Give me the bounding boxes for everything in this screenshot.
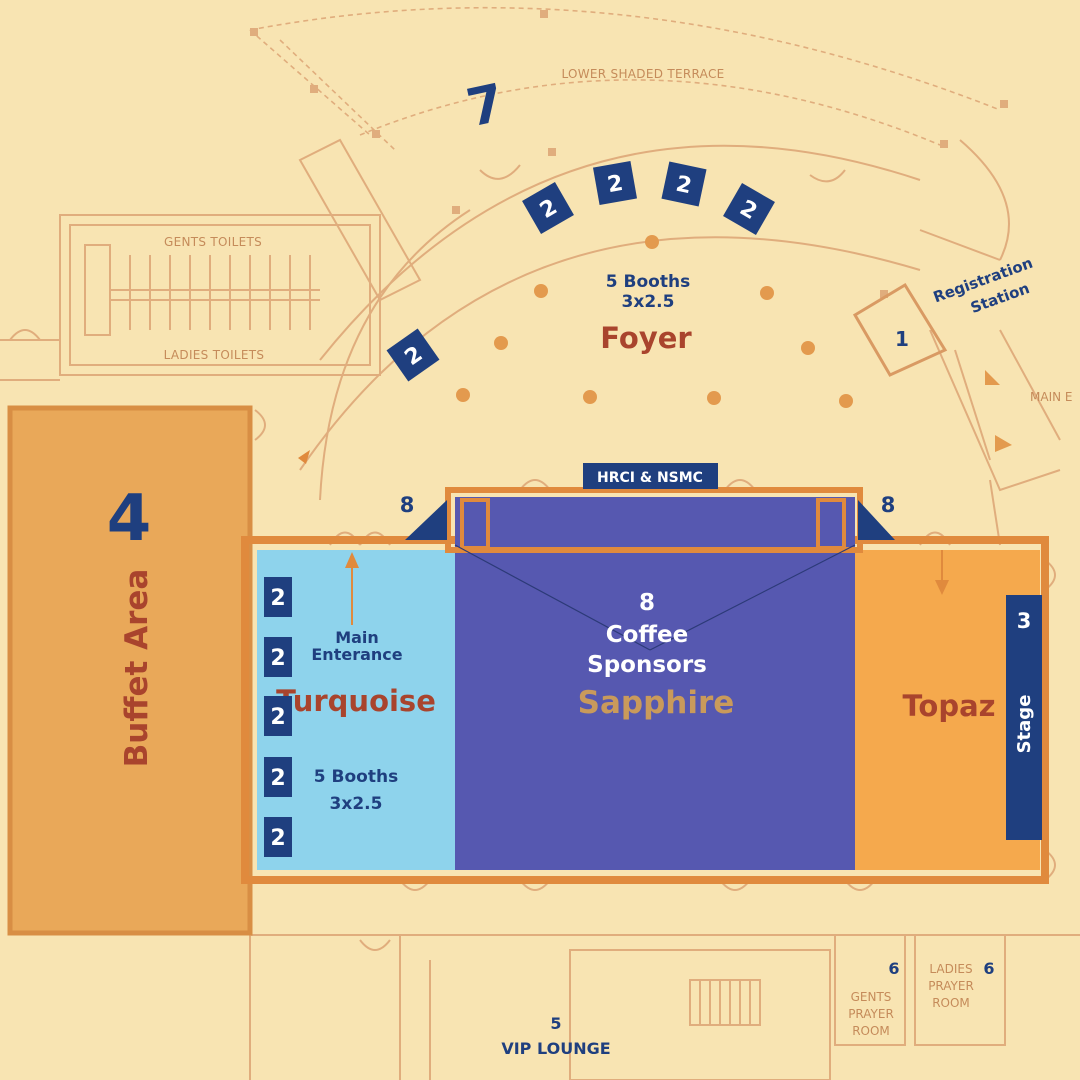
svg-text:2: 2 [606,171,625,198]
architectural-lines [0,6,1080,1080]
turquoise-booth-badge[interactable]: 2 [264,817,292,857]
ladies-prayer-number: 6 [983,959,994,978]
svg-text:2: 2 [270,646,285,671]
ladies-prayer-line1: LADIES [929,962,972,976]
corner-triangle-right [858,500,895,540]
foyer-booth-badge[interactable]: 2 [522,182,574,234]
foyer-booth-badge[interactable]: 2 [592,160,638,206]
stage-bar[interactable] [1006,595,1042,840]
foyer-booth-count: 5 Booths [606,272,690,292]
gents-prayer-line3: ROOM [852,1024,890,1038]
turquoise-name: Turquoise [276,684,436,718]
registration-number: 1 [895,327,909,351]
sapphire-room[interactable] [455,497,855,870]
sapphire-alcove-right [816,498,846,550]
gents-toilets-label: GENTS TOILETS [164,235,262,249]
corner-8-left-label: 8 [400,493,415,517]
foyer-booth-badge[interactable]: 2 [386,328,440,382]
topaz-name: Topaz [902,689,995,723]
entrance-arrow-topaz-icon [935,550,949,595]
turquoise-booth-count: 5 Booths [314,767,398,787]
turquoise-entrance-line1: Main [335,628,379,647]
gents-prayer-line2: PRAYER [848,1007,894,1021]
turquoise-booth-badge[interactable]: 2 [264,757,292,797]
sapphire-number: 8 [639,590,655,616]
vip-number: 5 [550,1014,561,1033]
svg-text:2: 2 [674,172,694,200]
svg-text:2: 2 [270,826,285,851]
foyer-entry-arrow-icon [298,450,310,464]
svg-text:2: 2 [270,766,285,791]
zone-7-label: 7 [462,73,510,139]
sapphire-name: Sapphire [578,685,735,721]
sapphire-line2: Sponsors [587,652,707,678]
stage-number: 3 [1017,609,1032,633]
entrance-arrow-turquoise-icon [345,552,359,625]
foyer-columns [456,235,853,408]
buffet-area-room[interactable] [7,405,253,936]
sapphire-line1: Coffee [606,622,689,648]
foyer-booth-size: 3x2.5 [622,292,675,312]
turquoise-booth-size: 3x2.5 [330,794,383,814]
main-entrance-label: MAIN E [1030,390,1072,404]
sapphire-alcove-left [460,498,490,550]
foyer-booth-badge[interactable]: 2 [723,183,775,235]
buffet-name: Buffet Area [119,569,155,768]
gents-prayer-line1: GENTS [851,990,892,1004]
foyer-name: Foyer [600,321,692,355]
ladies-prayer-line3: ROOM [932,996,970,1010]
svg-text:2: 2 [270,705,285,730]
turquoise-booth-badge[interactable]: 2 [264,637,292,677]
sapphire-diagonals [454,544,856,651]
ladies-prayer-line2: PRAYER [928,979,974,993]
foyer-booth-badge[interactable]: 2 [661,161,707,207]
turquoise-entrance-line2: Enterance [311,645,402,664]
vip-label: VIP LOUNGE [501,1039,610,1058]
turquoise-booth-badge[interactable]: 2 [264,696,292,736]
terrace-label: LOWER SHADED TERRACE [561,67,724,81]
gents-prayer-number: 6 [888,959,899,978]
turquoise-booth-badge[interactable]: 2 [264,577,292,617]
buffet-number: 4 [107,482,152,556]
corner-triangle-left [405,500,447,540]
hrci-banner[interactable] [583,463,718,489]
svg-text:2: 2 [270,586,285,611]
hrci-label: HRCI & NSMC [597,470,703,486]
stage-label: Stage [1014,695,1035,754]
corner-8-right-label: 8 [881,493,896,517]
ladies-toilets-label: LADIES TOILETS [164,348,265,362]
